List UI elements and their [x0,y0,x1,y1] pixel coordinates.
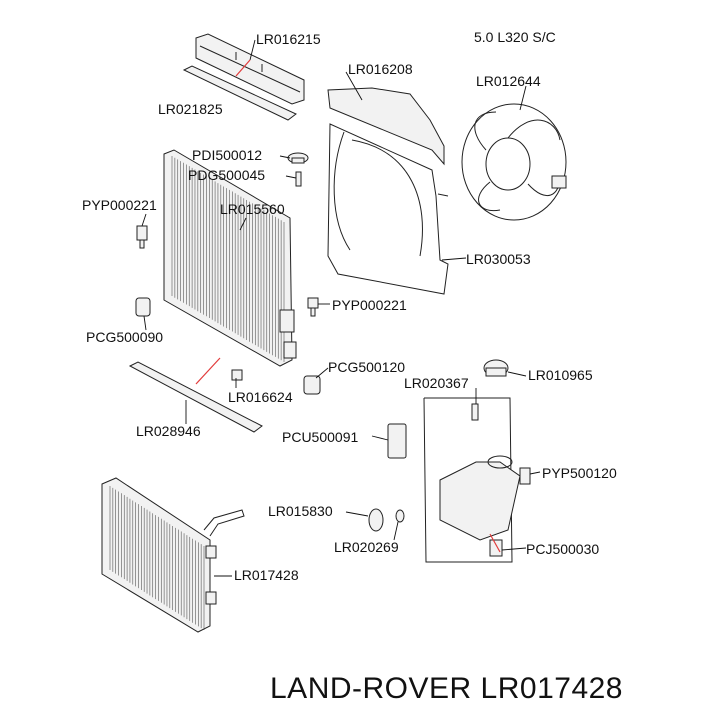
upper-shroud-panel [195,33,305,105]
bolt-middle [307,297,319,317]
fan-shroud [327,87,449,295]
cooling-fan [461,103,567,221]
label-lr016208: LR016208 [348,61,413,77]
model-note: 5.0 L320 S/C [474,29,556,45]
brand-part-number: LAND-ROVER LR017428 [270,672,623,705]
label-lr012644: LR012644 [476,73,541,89]
label-pdi500012: PDI500012 [192,147,262,163]
label-pdg500045: PDG500045 [188,167,265,183]
rubber-mount-left [135,297,151,317]
label-lr020269: LR020269 [334,539,399,555]
label-pcg500120: PCG500120 [328,359,405,375]
condenser [101,477,245,633]
rubber-mount-right [303,375,321,395]
pin-bushing [295,171,302,187]
label-lr015830: LR015830 [268,503,333,519]
label-lr028946: LR028946 [136,423,201,439]
bolt-left [136,225,148,249]
seal-strip [182,65,297,121]
label-pcu500091: PCU500091 [282,429,358,445]
radiator-mount-top [287,152,309,164]
expansion-tank-group [368,359,531,563]
lower-seal-strip [128,361,263,433]
label-pyp000221-right: PYP000221 [332,297,407,313]
label-lr020367: LR020367 [404,375,469,391]
label-lr017428: LR017428 [234,567,299,583]
label-pcj500030: PCJ500030 [526,541,599,557]
label-lr030053: LR030053 [466,251,531,267]
label-pcg500090: PCG500090 [86,329,163,345]
label-pyp000221-left: PYP000221 [82,197,157,213]
label-lr010965: LR010965 [528,367,593,383]
leader-lines [141,39,541,577]
drain-plug [231,369,243,381]
label-lr015560: LR015560 [220,201,285,217]
label-pyp500120: PYP500120 [542,465,617,481]
label-lr016215: LR016215 [256,31,321,47]
radiator [163,149,297,367]
label-lr016624: LR016624 [228,389,293,405]
label-lr021825: LR021825 [158,101,223,117]
